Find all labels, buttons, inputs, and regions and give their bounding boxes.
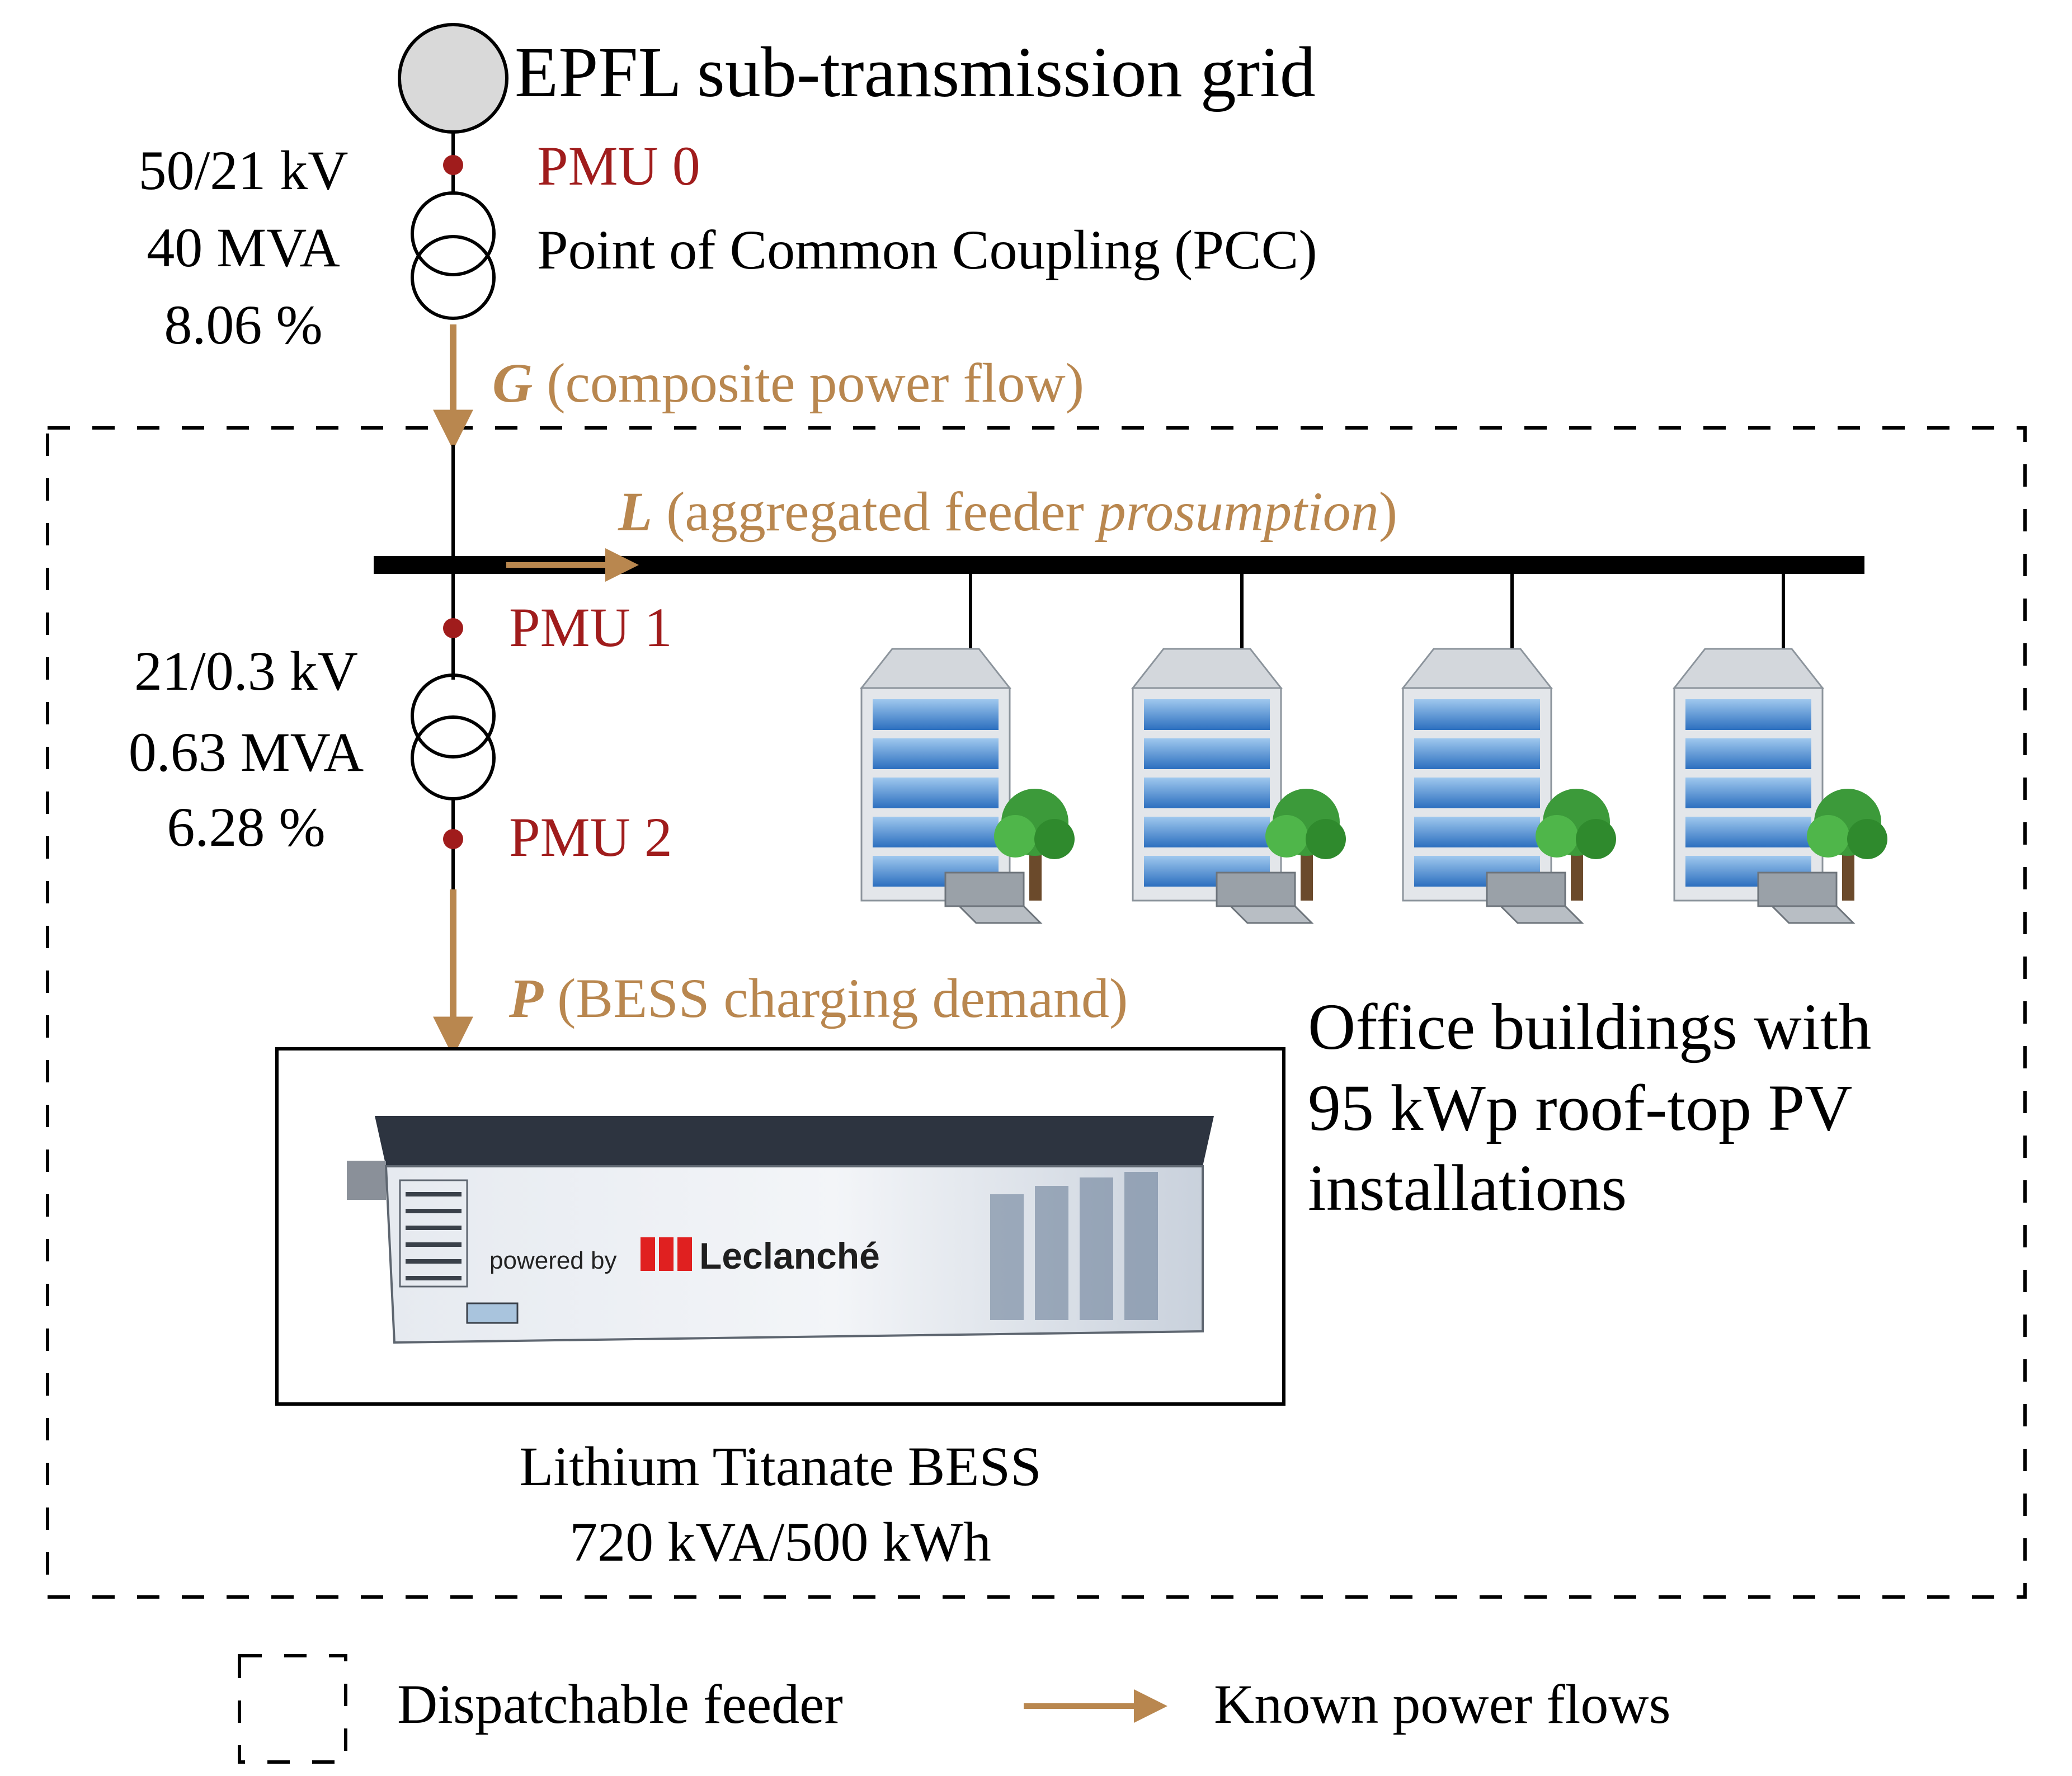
pcc-label: Point of Common Coupling (PCC) — [537, 219, 1317, 281]
flow-P-label: P (BESS charging demand) — [508, 967, 1128, 1029]
pmu2-label: PMU 2 — [509, 806, 672, 868]
office-building-4 — [1673, 648, 1889, 924]
buildings-caption-line1: Office buildings with — [1308, 990, 1871, 1063]
transformer-bottom-ratio: 21/0.3 kV — [134, 640, 358, 702]
bess-logo-brand: Leclanché — [699, 1235, 880, 1276]
pmu0-marker — [443, 155, 463, 175]
transformer-bottom-rating: 0.63 MVA — [129, 721, 364, 783]
flow-G-label: G (composite power flow) — [492, 352, 1084, 414]
pmu0-label: PMU 0 — [537, 135, 700, 197]
bess-title-line1: Lithium Titanate BESS — [519, 1435, 1042, 1497]
pmu1-marker — [443, 618, 463, 638]
flow-L-text-italic: prosumption — [1095, 480, 1379, 543]
flow-P-text: (BESS charging demand) — [543, 967, 1128, 1029]
bess-title-line2: 720 kVA/500 kWh — [569, 1511, 991, 1573]
leclanche-logo-mark — [641, 1237, 692, 1271]
office-building-2 — [1132, 648, 1347, 924]
transformer-bottom-primary — [411, 673, 496, 759]
flow-L-text-after: ) — [1379, 480, 1397, 543]
office-building-3 — [1402, 648, 1617, 924]
transformer-top-primary — [411, 191, 496, 276]
dispatchable-feeder-boundary — [46, 426, 2027, 1599]
bess-container-image: powered by Leclanché — [347, 1116, 1214, 1344]
grid-title: EPFL sub-transmission grid — [515, 32, 1316, 112]
bess-logo-powered-by: powered by — [489, 1247, 616, 1274]
grid-node — [398, 23, 508, 134]
transformer-top-impedance: 8.06 % — [164, 294, 322, 356]
transformer-bottom-impedance: 6.28 % — [167, 796, 325, 858]
transformer-top-rating: 40 MVA — [147, 216, 340, 279]
flow-L-label: L (aggregated feeder prosumption) — [618, 480, 1397, 543]
flow-P-symbol: P — [508, 967, 544, 1029]
buildings-caption-line2: 95 kWp roof-top PV — [1308, 1071, 1852, 1144]
legend-feeder-swatch — [238, 1654, 347, 1764]
flow-L-symbol: L — [618, 480, 652, 543]
pmu1-label: PMU 1 — [509, 596, 672, 658]
office-building-1 — [860, 648, 1076, 924]
pmu2-marker — [443, 829, 463, 849]
legend-flows-label: Known power flows — [1214, 1673, 1671, 1735]
flow-G-text: (composite power flow) — [533, 352, 1084, 414]
flow-L-text-before: (aggregated feeder — [652, 480, 1098, 543]
buildings-caption-line3: installations — [1308, 1151, 1627, 1224]
transformer-top-secondary — [411, 235, 496, 320]
transformer-top-ratio: 50/21 kV — [139, 139, 349, 201]
legend-feeder-label: Dispatchable feeder — [397, 1673, 843, 1735]
flow-G-symbol: G — [492, 352, 533, 414]
